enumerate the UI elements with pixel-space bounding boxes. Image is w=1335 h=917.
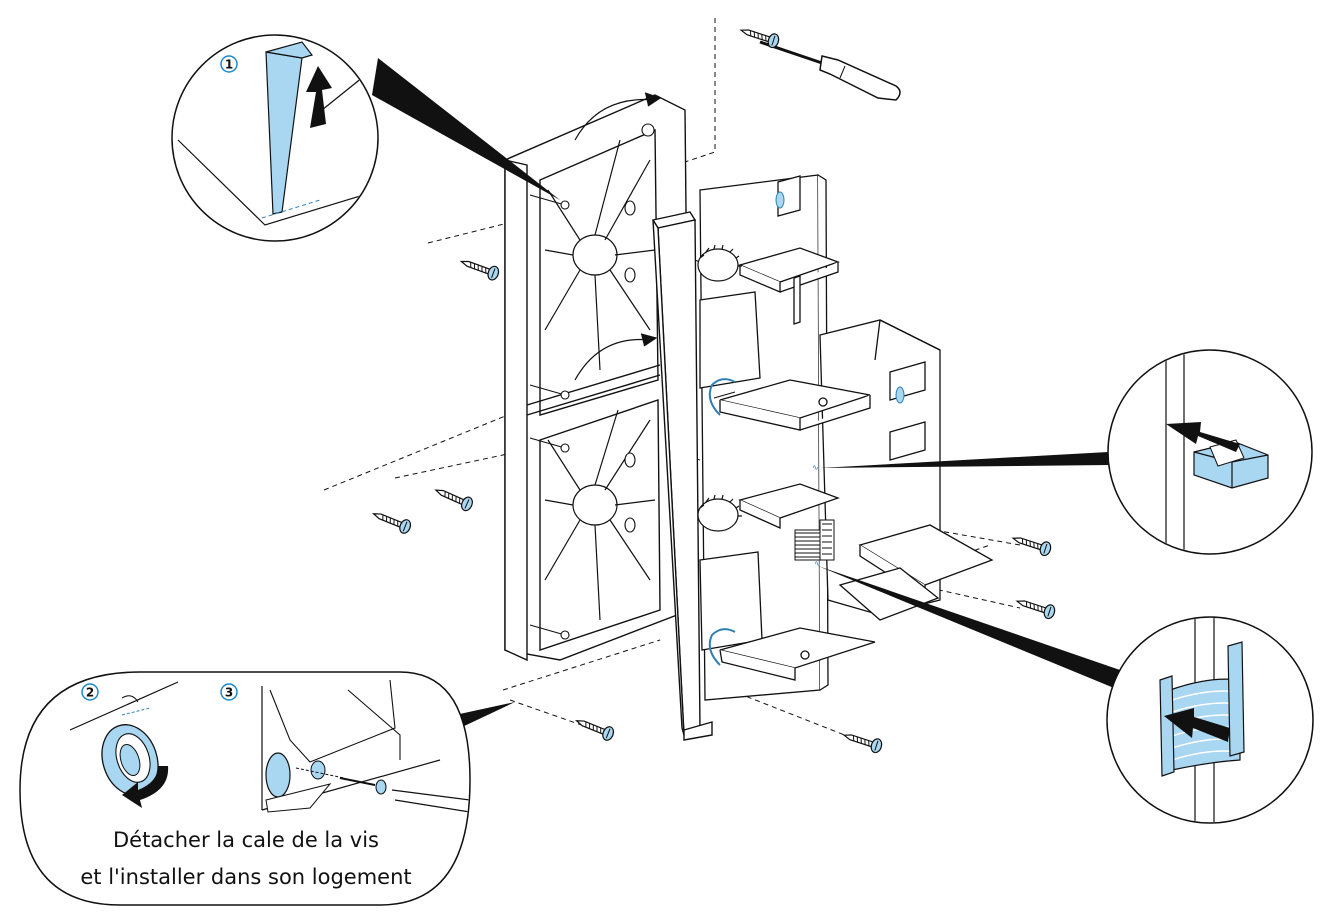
pegs bbox=[529, 123, 655, 640]
screw-icon bbox=[432, 483, 475, 513]
arrow-icon bbox=[122, 766, 169, 808]
wheel-top bbox=[544, 92, 662, 371]
detail-circle-1: 1 bbox=[171, 34, 379, 242]
detail-panel-steps: 2 3 Détacher la cale de la vis et l'inst… bbox=[19, 671, 471, 906]
marker-a: ∿ bbox=[812, 463, 819, 472]
highlight-marker bbox=[895, 386, 905, 404]
trays bbox=[719, 379, 994, 681]
step-number-2: 2 bbox=[86, 686, 94, 700]
arrow-icon bbox=[1164, 708, 1230, 742]
step-number-1: 1 bbox=[225, 58, 233, 72]
gears bbox=[697, 244, 742, 532]
step-badge-3 bbox=[220, 683, 238, 701]
screw-icon bbox=[841, 727, 884, 755]
screw-icon bbox=[458, 254, 501, 282]
connectors bbox=[708, 378, 736, 666]
wheel-bottom bbox=[544, 333, 658, 621]
screw-icon bbox=[738, 22, 781, 50]
shim-ring-icon bbox=[101, 724, 159, 796]
marker-b: ∿ bbox=[814, 559, 821, 568]
caption-line-1: Détacher la cale de la vis bbox=[113, 828, 379, 852]
highlight-marker bbox=[775, 191, 785, 209]
detail-circle-coil bbox=[1106, 616, 1314, 824]
cable-coil-icon bbox=[794, 519, 835, 561]
arrow-icon bbox=[1166, 422, 1240, 452]
vertical-post bbox=[651, 211, 713, 741]
detail-circle-clip bbox=[1107, 349, 1313, 555]
motor-boxes bbox=[699, 291, 763, 651]
step-number-3: 3 bbox=[225, 686, 233, 700]
callout-pointers bbox=[372, 58, 1120, 728]
screw-icon bbox=[1014, 593, 1057, 621]
screwdriver-icon bbox=[759, 40, 901, 101]
arrow-icon bbox=[306, 66, 332, 128]
step-badge-1 bbox=[220, 55, 238, 73]
screw-icon bbox=[573, 713, 616, 743]
screw-icon bbox=[370, 506, 413, 536]
caption-line-2: et l'installer dans son logement bbox=[80, 865, 411, 889]
step-badge-2 bbox=[81, 683, 99, 701]
